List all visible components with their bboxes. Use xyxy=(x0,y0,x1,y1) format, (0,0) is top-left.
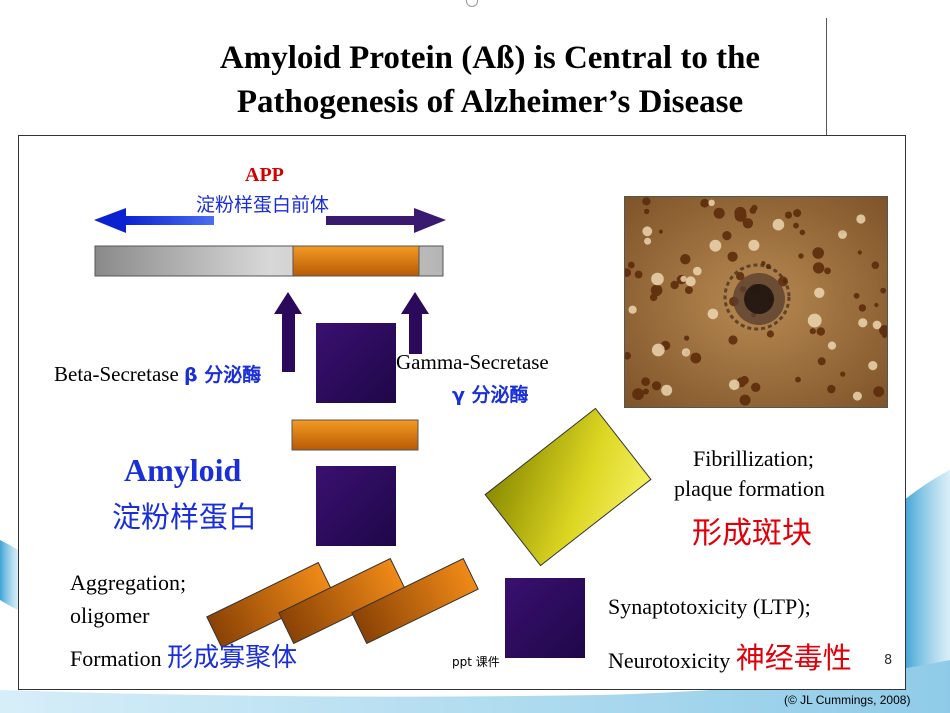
app-bar-orange-segment xyxy=(293,246,419,276)
credit-line: (© JL Cummings, 2008) xyxy=(784,693,910,707)
synaptotoxicity-label: Synaptotoxicity (LTP); xyxy=(608,594,811,620)
beta-secretase-label: Beta-Secretase β 分泌酶 xyxy=(54,360,261,387)
gamma-secretase-label: Gamma-Secretase xyxy=(396,350,549,375)
beta-cleavage-arrow xyxy=(274,292,302,372)
amyloid-label: Amyloid xyxy=(124,452,241,489)
amyloid-label-chinese: 淀粉样蛋白 xyxy=(112,494,257,536)
app-label: APP xyxy=(245,164,284,187)
aggregation-formation-text: Formation xyxy=(70,646,162,671)
histology-texture xyxy=(625,197,887,407)
page-number: 8 xyxy=(884,653,892,668)
plaque-histology-image xyxy=(624,196,888,408)
arrow-right-purple xyxy=(326,208,446,233)
gamma-secretase-chinese: γ 分泌酶 xyxy=(452,380,529,407)
app-label-chinese: 淀粉样蛋白前体 xyxy=(196,190,329,217)
fibril-bar xyxy=(485,408,651,565)
beta-secretase-text: Beta-Secretase xyxy=(54,362,179,386)
secretase-square-top xyxy=(316,323,396,403)
fibrillization-line-1: Fibrillization; xyxy=(693,446,814,472)
fibrillization-line-2: plaque formation xyxy=(674,476,825,502)
beta-secretase-chinese: β 分泌酶 xyxy=(184,364,261,386)
aggregation-line-2: oligomer xyxy=(70,603,149,629)
aggregation-line-1: Aggregation; xyxy=(70,570,186,596)
ppt-footer: ppt 课件 xyxy=(452,653,500,670)
aggregation-line-3: Formation 形成寡聚体 xyxy=(70,637,297,674)
neurotoxicity-chinese: 神经毒性 xyxy=(736,641,852,675)
neurotoxicity-label: Neurotoxicity 神经毒性 xyxy=(608,635,852,677)
gamma-cleavage-arrow xyxy=(401,292,429,354)
amyloid-square xyxy=(316,466,396,546)
fibrillization-chinese: 形成斑块 xyxy=(692,508,812,552)
aggregation-chinese: 形成寡聚体 xyxy=(167,643,297,673)
neurotoxicity-text: Neurotoxicity xyxy=(608,648,730,673)
amyloid-fragment-bar xyxy=(292,420,418,450)
toxicity-square xyxy=(505,578,585,658)
